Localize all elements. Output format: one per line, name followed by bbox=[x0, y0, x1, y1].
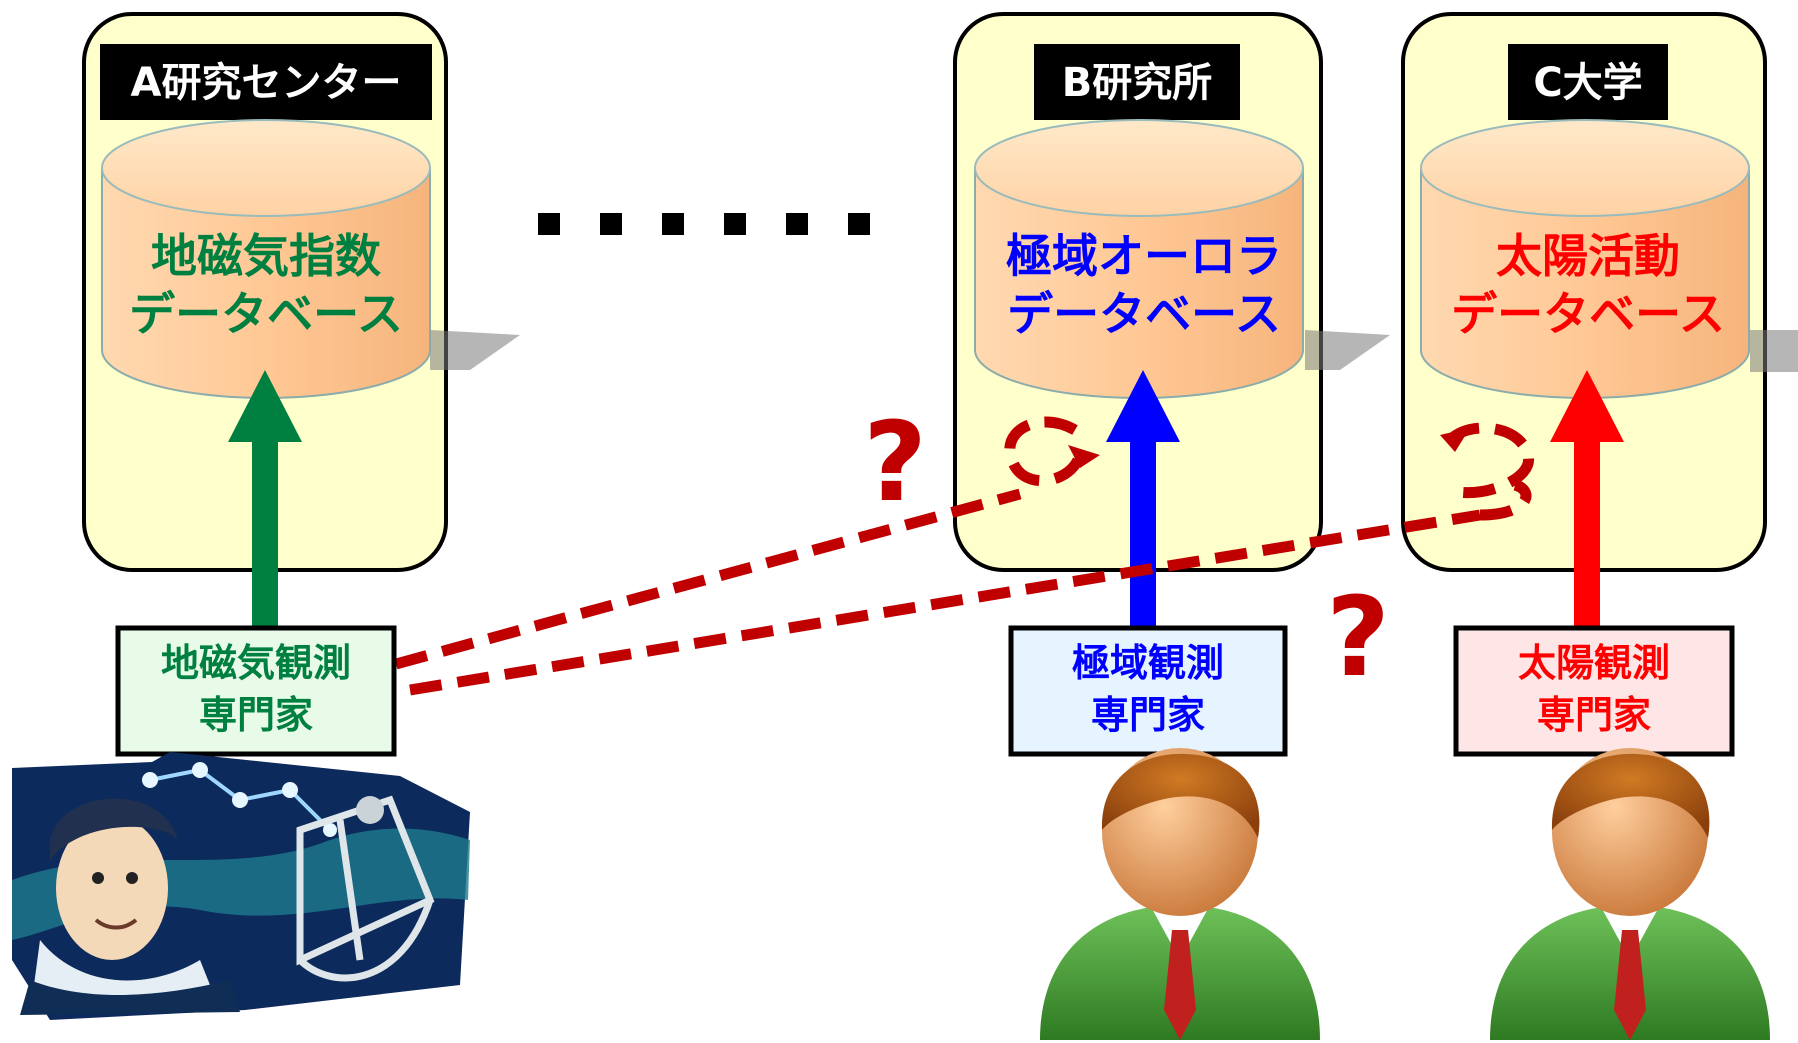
upload-arrow-b bbox=[1106, 370, 1180, 630]
question-mark-1: ? bbox=[863, 398, 927, 526]
database-a-line-2: データベース bbox=[129, 287, 403, 341]
institution-label-b: B研究所 bbox=[1062, 60, 1213, 106]
database-cylinder-icon bbox=[974, 119, 1304, 399]
database-b-line-2: データベース bbox=[1007, 287, 1281, 341]
dashed-arrowhead-b bbox=[1068, 445, 1100, 468]
label-a-bg bbox=[100, 44, 432, 120]
database-b-line-1: 極域オーロラ bbox=[1006, 229, 1282, 283]
dashed-link-to-b bbox=[394, 416, 1083, 670]
expert-b-line-2: 専門家 bbox=[1091, 693, 1205, 737]
institution-label-a: A研究センター bbox=[131, 60, 402, 106]
expert-c-line-1: 太陽観測 bbox=[1518, 641, 1670, 685]
expert-box-c bbox=[1453, 625, 1735, 757]
expert-a-line-2: 専門家 bbox=[199, 693, 313, 737]
database-shadow-c bbox=[1750, 330, 1798, 372]
person-icon bbox=[1490, 748, 1770, 1040]
expert-box-a bbox=[115, 625, 397, 757]
expert-b-line-1: 極域観測 bbox=[1072, 641, 1224, 685]
ellipsis-dots bbox=[538, 213, 870, 235]
database-shadow-a bbox=[430, 330, 520, 370]
dashed-link-to-c bbox=[409, 422, 1534, 696]
expert-a-line-1: 地磁気観測 bbox=[161, 641, 351, 685]
database-shadow-b bbox=[1305, 330, 1390, 370]
expert-c-line-2: 専門家 bbox=[1537, 693, 1651, 737]
database-cylinder-icon bbox=[101, 119, 431, 399]
upload-arrow-c bbox=[1550, 370, 1624, 630]
person-icon bbox=[1040, 748, 1320, 1040]
dashed-arrowhead-c bbox=[1440, 428, 1470, 452]
database-cylinder-icon bbox=[1420, 119, 1750, 399]
institution-label-c: C大学 bbox=[1533, 60, 1642, 106]
scientist-portrait-icon bbox=[12, 752, 470, 1020]
expert-box-b bbox=[1008, 625, 1288, 757]
upload-arrow-a bbox=[228, 370, 302, 630]
question-mark-2: ? bbox=[1326, 573, 1390, 701]
database-c-line-2: データベース bbox=[1451, 287, 1725, 341]
label-b-bg bbox=[1034, 44, 1240, 120]
database-c-line-1: 太陽活動 bbox=[1496, 229, 1680, 283]
label-c-bg bbox=[1508, 44, 1668, 120]
database-a-line-1: 地磁気指数 bbox=[151, 229, 381, 283]
